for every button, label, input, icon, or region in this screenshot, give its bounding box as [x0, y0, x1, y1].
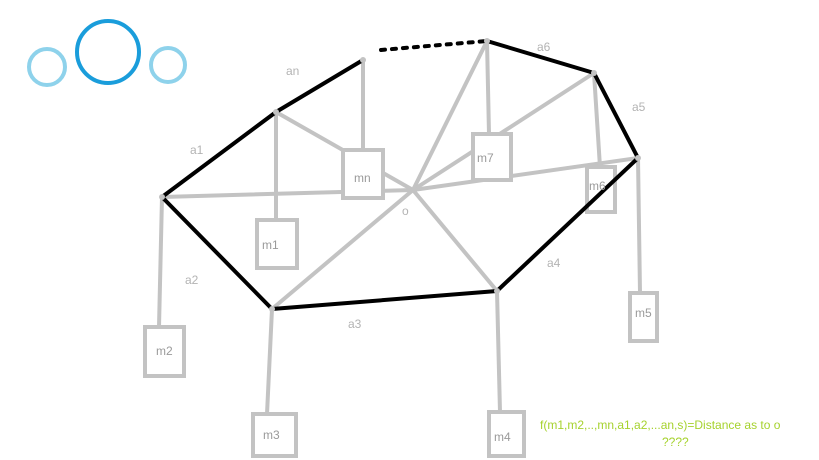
- vertex-dot: [159, 194, 165, 200]
- vertex-dot: [273, 109, 279, 115]
- mass-box-m2: [143, 325, 186, 378]
- mass-box-m7: [471, 132, 513, 182]
- vertex-dot: [360, 57, 366, 63]
- three-circles-logo-icon: [27, 19, 187, 87]
- mass-boxes: [143, 132, 659, 458]
- connector-lines: [157, 39, 642, 416]
- hanger-m4: [495, 289, 502, 414]
- mass-box-m1: [255, 218, 299, 270]
- hanger-m3: [265, 307, 274, 416]
- mass-label-m3: m3: [263, 428, 280, 442]
- edge-label-a2: a2: [185, 273, 199, 287]
- edge-label-a5: a5: [632, 100, 646, 114]
- mass-box-m3: [251, 412, 298, 458]
- vertex-dot: [591, 70, 597, 76]
- vertex-dot: [484, 38, 490, 44]
- formula-line-2: ????: [662, 435, 689, 449]
- hanger-m7: [485, 39, 491, 136]
- edge-label-an: an: [286, 64, 299, 78]
- mass-label-m6: m6: [589, 179, 606, 193]
- vertex-dots: [159, 38, 641, 312]
- edge-label-a6: a6: [537, 40, 551, 54]
- mass-label-m5: m5: [635, 306, 652, 320]
- hanger-m2: [157, 195, 164, 329]
- spoke-v7: [270, 188, 415, 311]
- formula-line-1: f(m1,m2,..,mn,a1,a2,...an,s)=Distance as…: [540, 418, 781, 432]
- vertex-dot: [269, 306, 275, 312]
- mass-box-m4: [487, 410, 526, 458]
- edge-label-a1: a1: [190, 143, 204, 157]
- vertex-dot: [494, 288, 500, 294]
- spoke-v4: [411, 71, 596, 192]
- mass-label-m2: m2: [156, 344, 173, 358]
- spoke-v3: [411, 39, 489, 192]
- hanger-m6: [592, 71, 602, 169]
- hanger-m5: [636, 156, 642, 295]
- polygon-edges: [160, 39, 640, 311]
- polygon-dashed-edge: [379, 39, 489, 52]
- edge-label-a4: a4: [547, 256, 561, 270]
- polygon-solid-edges: [160, 39, 640, 311]
- mass-label-m1: m1: [262, 238, 279, 252]
- vertex-dot: [635, 155, 641, 161]
- edge-label-a3: a3: [348, 317, 362, 331]
- mass-box-mn: [341, 148, 385, 200]
- right-small-circle: [149, 46, 187, 84]
- mass-label-m7: m7: [477, 151, 494, 165]
- left-small-circle: [27, 47, 67, 87]
- center-large-circle: [75, 19, 141, 85]
- mass-box-m5: [628, 291, 659, 343]
- mass-label-mn: mn: [354, 171, 371, 185]
- spoke-v6: [411, 188, 499, 293]
- mass-label-m4: m4: [494, 430, 511, 444]
- mass-box-m6: [585, 165, 617, 214]
- center-label-o: o: [402, 204, 409, 218]
